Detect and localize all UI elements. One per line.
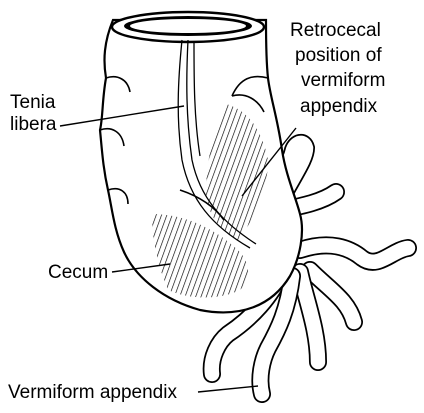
retrocecal-label-line3: vermiform [301,70,385,92]
cecum-label: Cecum [48,262,108,284]
tenia-label-line1: Tenia [10,92,55,114]
top-opening [112,12,264,42]
tenia-label-line2: libera [10,114,56,136]
retrocecal-label-line2: position of [295,45,382,67]
appendix-leader [198,386,258,392]
retrocecal-label-line1: Retrocecal [290,20,381,42]
vermiform-appendix-label: Vermiform appendix [8,382,177,404]
retrocecal-label-line4: appendix [300,96,377,118]
